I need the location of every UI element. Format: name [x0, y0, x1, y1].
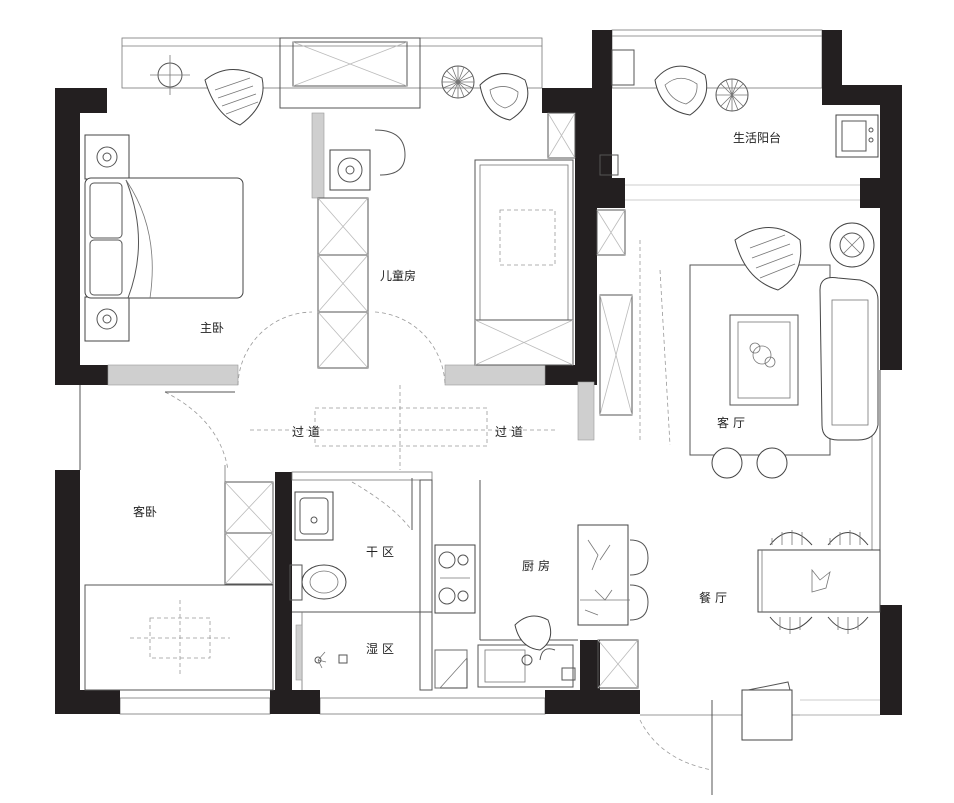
dining-furniture: [639, 530, 881, 795]
room-label-wet-zone: 湿区: [366, 641, 398, 656]
balcony-furniture: [599, 49, 879, 176]
room-label-guest-bedroom: 客卧: [133, 504, 157, 519]
walls: [55, 30, 902, 715]
room-label-dining-room: 餐厅: [699, 590, 731, 605]
room-label-master-bedroom: 主卧: [200, 321, 224, 335]
kids-room-furniture: [317, 65, 576, 369]
room-label-living-room: 客厅: [717, 415, 749, 430]
room-label-corridor-left: 过道: [292, 425, 324, 439]
room-label-kids-room: 儿童房: [380, 268, 416, 283]
corridor-lines: [164, 240, 671, 471]
bathroom-fixtures: [289, 478, 433, 691]
room-label-dry-zone: 干区: [366, 545, 398, 559]
room-label-utility-balcony: 生活阳台: [733, 130, 781, 145]
room-label-kitchen: 厨房: [522, 558, 554, 573]
living-room-furniture: [596, 184, 879, 479]
guest-bedroom-furniture: [84, 465, 274, 691]
room-label-corridor-right: 过道: [495, 425, 527, 439]
master-bedroom-furniture: [84, 55, 264, 342]
kitchen-fixtures: [434, 480, 649, 689]
room-labels: 主卧 儿童房 生活阳台 过道 过道 客厅 客卧 干区 厨房 湿区 餐厅: [133, 130, 781, 656]
